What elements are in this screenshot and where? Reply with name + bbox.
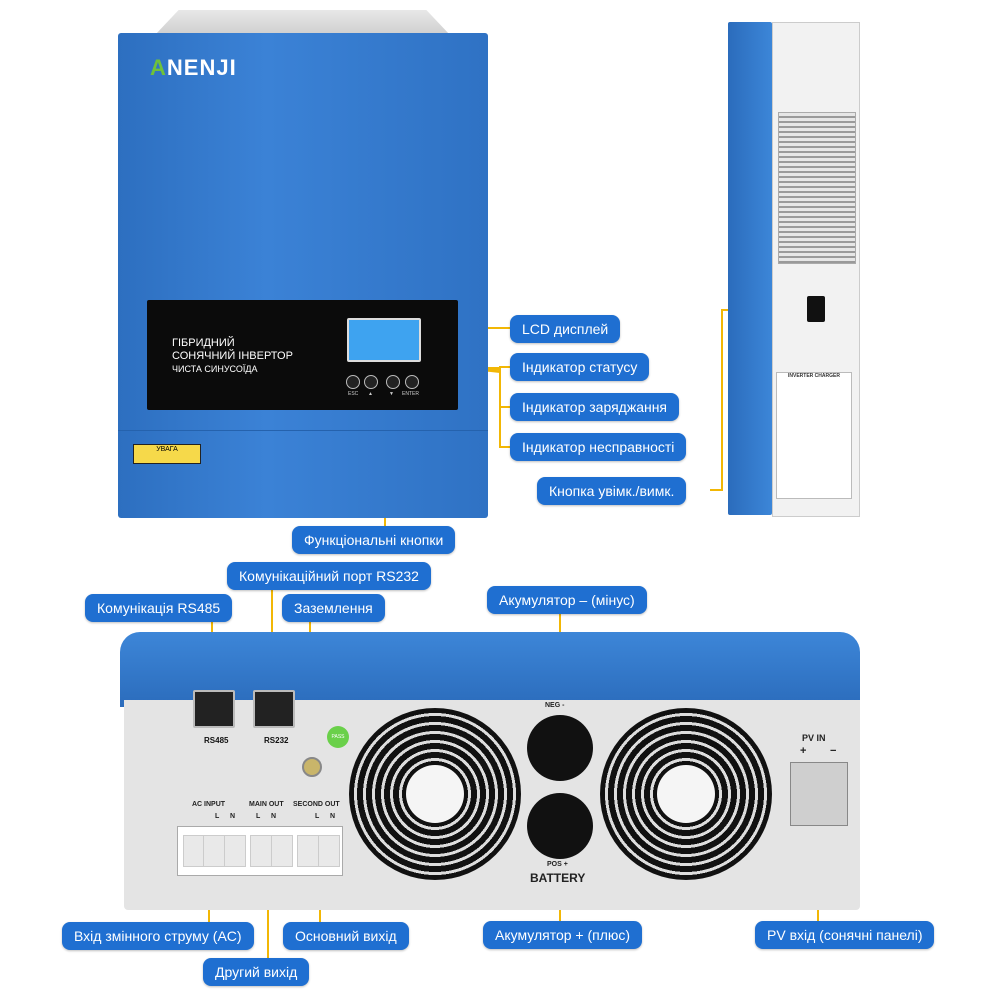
- terminal-second-l[interactable]: [297, 835, 319, 867]
- terminal-second-n[interactable]: [318, 835, 340, 867]
- down-key[interactable]: [386, 375, 400, 389]
- ac-input-l: L: [215, 813, 220, 820]
- wall-bracket: [155, 10, 450, 35]
- terminal-main-n[interactable]: [271, 835, 293, 867]
- esc-key[interactable]: [346, 375, 360, 389]
- up-key[interactable]: [364, 375, 378, 389]
- side-vent: [778, 112, 856, 264]
- rs485-port-label: RS485: [204, 736, 229, 745]
- callout-status-indicator: Індикатор статусу: [510, 353, 650, 381]
- spec-label: INVERTER CHARGER: [776, 372, 852, 499]
- down-key-label: ▼: [389, 391, 394, 397]
- pv-plus-label: +: [800, 745, 807, 757]
- side-blue-panel: [728, 22, 772, 515]
- battery-positive-terminal: [527, 793, 593, 859]
- pv-in-label: PV IN: [802, 733, 826, 743]
- warning-sticker: УВАГА: [133, 444, 201, 464]
- panel-title-line-1: ГІБРИДНИЙ: [172, 337, 235, 349]
- callout-battery-plus: Акумулятор + (плюс): [483, 921, 643, 949]
- callout-power-button: Кнопка увімк./вимк.: [537, 477, 687, 505]
- rs485-port[interactable]: [193, 690, 235, 728]
- enter-key-label: ENTER: [402, 391, 419, 397]
- ac-input-label: AC INPUT: [192, 801, 226, 808]
- callout-main-output: Основний вихід: [283, 922, 409, 950]
- main-out-l: L: [256, 813, 261, 820]
- panel-title-line-2: СОНЯЧНИЙ ІНВЕРТОР: [172, 350, 293, 362]
- left-fan-hub: [406, 765, 464, 823]
- panel-subtitle: ЧИСТА СИНУСОЇДА: [172, 364, 258, 374]
- esc-key-label: ESC: [348, 391, 359, 397]
- second-out-label: SECOND OUT: [293, 801, 340, 808]
- up-key-label: ▲: [368, 391, 373, 397]
- back-top-cover: [120, 632, 860, 707]
- callout-ground: Заземлення: [282, 594, 385, 622]
- terminal-main-l[interactable]: [250, 835, 272, 867]
- pv-minus-label: −: [830, 745, 837, 757]
- terminal-ac-in-l[interactable]: [203, 835, 225, 867]
- battery-negative-terminal: [527, 715, 593, 781]
- second-out-n: N: [330, 813, 336, 820]
- battery-label: BATTERY: [530, 871, 586, 885]
- callout-rs232: Комунікаційний порт RS232: [227, 562, 431, 590]
- second-out-l: L: [315, 813, 320, 820]
- front-cover-seam: [118, 430, 488, 431]
- right-fan-hub: [657, 765, 715, 823]
- callout-function-keys: Функціональні кнопки: [292, 526, 456, 554]
- callout-charge-indicator: Індикатор заряджання: [510, 393, 680, 421]
- callout-second-output: Другий вихід: [203, 958, 310, 986]
- power-switch[interactable]: [807, 296, 825, 322]
- ac-input-n: N: [230, 813, 236, 820]
- neg-terminal-label: NEG -: [545, 702, 565, 709]
- spec-label-title: INVERTER CHARGER: [788, 373, 840, 379]
- pos-terminal-label: POS +: [547, 861, 568, 868]
- inverter-front-body: [118, 33, 488, 518]
- terminal-ac-in-n[interactable]: [224, 835, 246, 867]
- callout-rs485: Комунікація RS485: [85, 594, 233, 622]
- pass-sticker: PASS: [327, 726, 349, 748]
- terminal-ground[interactable]: [183, 835, 205, 867]
- callout-fault-indicator: Індикатор несправності: [510, 433, 687, 461]
- lcd-display: [347, 318, 421, 362]
- enter-key[interactable]: [405, 375, 419, 389]
- callout-ac-input: Вхід змінного струму (AC): [62, 922, 254, 950]
- brand-logo: ANENJI: [150, 55, 237, 80]
- main-out-n: N: [271, 813, 277, 820]
- callout-lcd-display: LCD дисплей: [510, 315, 621, 343]
- main-out-label: MAIN OUT: [249, 801, 284, 808]
- callout-battery-minus: Акумулятор – (мінус): [487, 586, 647, 614]
- panel-text: ГІБРИДНИЙ СОНЯЧНИЙ ІНВЕРТОР ЧИСТА СИНУСО…: [172, 337, 293, 376]
- pv-terminal-block[interactable]: [790, 762, 848, 826]
- rs232-port-label: RS232: [264, 736, 289, 745]
- ground-screw: [302, 757, 322, 777]
- rs232-port[interactable]: [253, 690, 295, 728]
- callout-pv-input: PV вхід (сонячні панелі): [755, 921, 935, 949]
